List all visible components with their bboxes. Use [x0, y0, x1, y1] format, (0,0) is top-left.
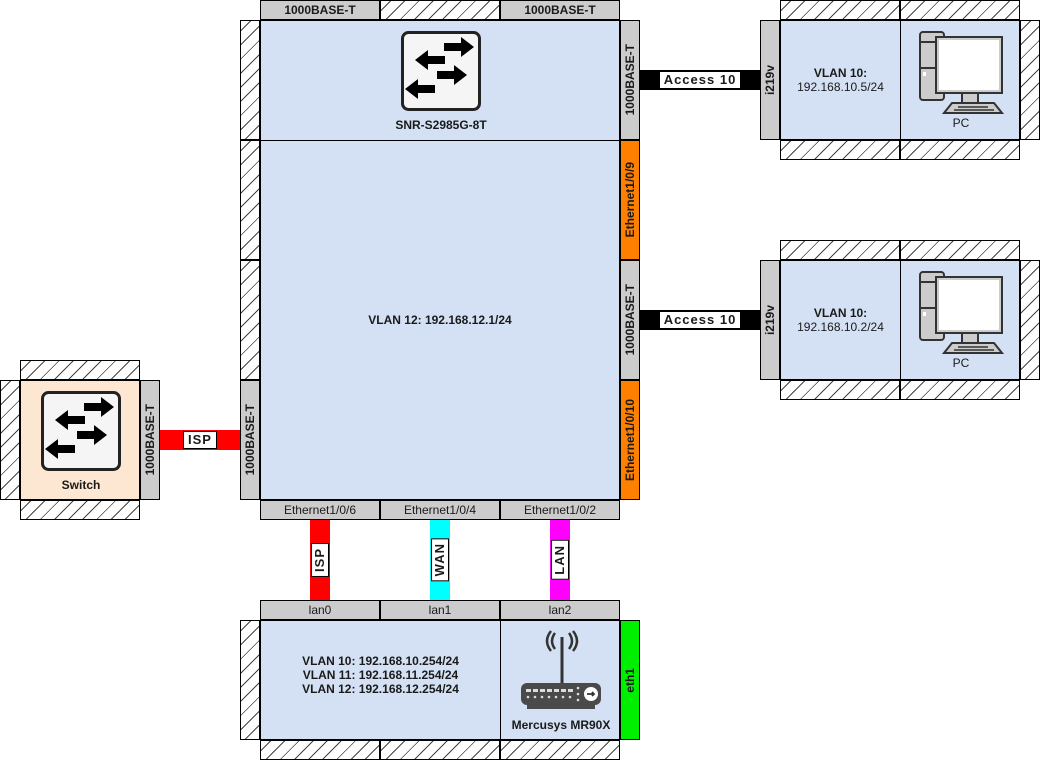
switch-icon [401, 31, 481, 111]
link-label: ISP [311, 543, 329, 577]
pc-1-device: PC [900, 20, 1020, 140]
link-router-wan[interactable]: WAN [430, 520, 450, 600]
router-port-lan1[interactable]: lan1 [380, 600, 500, 620]
port-label: Ethernet1/0/10 [623, 398, 637, 482]
hatch-block [240, 20, 260, 140]
router-device: Mercusys MR90X [500, 620, 620, 740]
router-vlan: VLAN 10: 192.168.10.254/24 [302, 654, 459, 668]
pc-name: PC [952, 116, 970, 130]
main-switch-right-port-eth9[interactable]: Ethernet1/0/9 [620, 140, 640, 260]
router-name: Mercusys MR90X [511, 718, 611, 732]
hatch-block [780, 240, 900, 260]
hatch-block [900, 0, 1020, 20]
link-router-isp[interactable]: ISP [310, 520, 330, 600]
main-switch-top-port-2[interactable]: 1000BASE-T [500, 0, 620, 20]
main-switch-top-port-1[interactable]: 1000BASE-T [260, 0, 380, 20]
link-label: Access 10 [658, 311, 742, 329]
port-label: 1000BASE-T [243, 404, 257, 476]
main-switch-right-port-3[interactable]: 1000BASE-T [620, 260, 640, 380]
main-switch-bottom-port-eth4[interactable]: Ethernet1/0/4 [380, 500, 500, 520]
hatch-block [260, 740, 380, 760]
port-label: i219v [763, 64, 777, 96]
hatch-block [380, 740, 500, 760]
pc-ip: 192.168.10.2/24 [797, 320, 884, 334]
hatch-block [900, 380, 1020, 400]
main-switch-right-port-1[interactable]: 1000BASE-T [620, 20, 640, 140]
hatch-block [900, 140, 1020, 160]
link-router-lan[interactable]: LAN [550, 520, 570, 600]
pc-1-port[interactable]: i219v [760, 20, 780, 140]
isp-switch-body: Switch [20, 380, 140, 500]
hatch-block [500, 740, 620, 760]
pc-2-port[interactable]: i219v [760, 260, 780, 380]
hatch-block [1020, 20, 1040, 140]
port-label: 1000BASE-T [623, 44, 637, 116]
switch-icon [41, 391, 121, 471]
port-label: eth1 [623, 667, 637, 693]
router-vlan: VLAN 11: 192.168.11.254/24 [302, 668, 459, 682]
hatch-block [380, 0, 500, 20]
pc-2-info: VLAN 10: 192.168.10.2/24 [780, 260, 901, 380]
link-isp-switch[interactable]: ISP [160, 430, 240, 450]
hatch-block [20, 500, 140, 520]
pc-name: PC [952, 356, 970, 370]
router-port-lan0[interactable]: lan0 [260, 600, 380, 620]
port-label: i219v [763, 304, 777, 336]
hatch-block [240, 260, 260, 380]
port-label: Ethernet1/0/9 [623, 162, 637, 238]
wireless-router-icon [521, 630, 601, 709]
link-pc-2[interactable]: Access 10 [640, 310, 760, 330]
link-label: LAN [551, 540, 569, 580]
link-label: WAN [431, 538, 449, 582]
main-switch-bottom-port-eth2[interactable]: Ethernet1/0/2 [500, 500, 620, 520]
hatch-block [0, 380, 20, 500]
pc-2-device: PC [900, 260, 1020, 380]
hatch-block [780, 0, 900, 20]
pc-icon [919, 31, 1004, 114]
port-label: 1000BASE-T [623, 284, 637, 356]
pc-vlan: VLAN 10: [813, 66, 868, 80]
pc-icon [919, 271, 1004, 354]
main-switch-right-port-eth10[interactable]: Ethernet1/0/10 [620, 380, 640, 500]
pc-vlan: VLAN 10: [813, 306, 868, 320]
main-switch-header-cell: SNR-S2985G-8T [260, 20, 620, 141]
hatch-block [240, 620, 260, 740]
pc-ip: 192.168.10.5/24 [797, 80, 884, 94]
link-label: ISP [183, 431, 217, 449]
link-pc-1[interactable]: Access 10 [640, 70, 760, 90]
hatch-block [780, 140, 900, 160]
hatch-block [20, 360, 140, 380]
hatch-block [780, 380, 900, 400]
port-label: 1000BASE-T [143, 404, 157, 476]
router-port-eth1[interactable]: eth1 [620, 620, 640, 740]
pc-1-info: VLAN 10: 192.168.10.5/24 [780, 20, 901, 140]
main-switch-name: SNR-S2985G-8T [395, 118, 487, 132]
isp-switch-name: Switch [61, 478, 101, 492]
main-switch-vlan-label: VLAN 12: 192.168.12.1/24 [368, 313, 512, 327]
router-port-lan2[interactable]: lan2 [500, 600, 620, 620]
hatch-block [240, 140, 260, 260]
link-label: Access 10 [658, 71, 742, 89]
isp-switch-port[interactable]: 1000BASE-T [140, 380, 160, 500]
router-vlan-info: VLAN 10: 192.168.10.254/24 VLAN 11: 192.… [260, 620, 501, 740]
hatch-block [1020, 260, 1040, 380]
main-switch-bottom-port-eth6[interactable]: Ethernet1/0/6 [260, 500, 380, 520]
main-switch-body: VLAN 12: 192.168.12.1/24 [260, 140, 620, 500]
router-vlan: VLAN 12: 192.168.12.254/24 [302, 682, 459, 696]
main-switch-left-port[interactable]: 1000BASE-T [240, 380, 260, 500]
hatch-block [900, 240, 1020, 260]
